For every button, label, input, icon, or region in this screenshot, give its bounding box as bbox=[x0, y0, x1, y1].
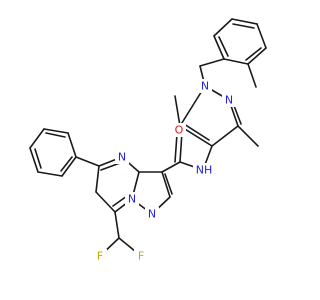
bond bbox=[67, 132, 77, 158]
bond bbox=[95, 165, 100, 193]
bond bbox=[247, 63, 257, 88]
atom-label-n-pyrimidine: N bbox=[115, 150, 129, 164]
bond bbox=[218, 36, 229, 57]
bond bbox=[161, 171, 171, 198]
bond bbox=[29, 147, 39, 173]
label-background bbox=[115, 150, 129, 164]
bond bbox=[43, 128, 69, 134]
label-background bbox=[222, 93, 236, 107]
label-background bbox=[125, 192, 139, 206]
bond bbox=[164, 173, 173, 195]
nitrogen-atom-label: N bbox=[118, 151, 126, 164]
bond bbox=[45, 132, 66, 138]
bond bbox=[199, 58, 225, 67]
bond bbox=[100, 162, 121, 171]
tolyl-ring bbox=[213, 18, 267, 65]
atom-label-n2: N bbox=[222, 93, 236, 107]
structure-canvas: N N NH O N N N F bbox=[29, 18, 267, 263]
atom-label-n1: N bbox=[198, 79, 212, 93]
atom-label-f2: F bbox=[134, 249, 148, 263]
bond bbox=[213, 18, 233, 37]
bond bbox=[213, 35, 225, 60]
nitrogen-atom-label: N bbox=[148, 208, 156, 221]
bond bbox=[161, 161, 181, 173]
phenyl-ring bbox=[29, 128, 100, 177]
bond bbox=[256, 23, 267, 49]
label-background bbox=[145, 207, 159, 221]
label-background bbox=[198, 79, 212, 93]
atom-label-nh: NH bbox=[193, 163, 215, 177]
bond bbox=[223, 58, 249, 65]
amide-nh-label: NH bbox=[196, 164, 213, 177]
bond bbox=[237, 125, 259, 147]
bond bbox=[231, 18, 258, 25]
atom-label-n-bridge: N bbox=[125, 192, 139, 206]
bond bbox=[245, 47, 262, 61]
bond bbox=[95, 191, 116, 213]
nitrogen-atom-label: N bbox=[128, 193, 136, 206]
bond bbox=[37, 171, 63, 177]
bond bbox=[75, 156, 100, 167]
oxygen-atom-label: O bbox=[175, 124, 184, 137]
atom-label-n-pyrazole: N bbox=[145, 207, 159, 221]
bond bbox=[60, 156, 73, 172]
label-background bbox=[134, 249, 148, 263]
atom-label-o: O bbox=[172, 123, 186, 137]
bond bbox=[112, 195, 128, 207]
fluorine-atom-label: F bbox=[138, 250, 144, 263]
nitrogen-atom-label: N bbox=[201, 80, 209, 93]
fluorine-atom-label: F bbox=[97, 250, 103, 263]
label-background bbox=[93, 249, 107, 263]
bond bbox=[29, 128, 45, 149]
bond bbox=[114, 211, 120, 239]
label-background bbox=[172, 123, 186, 137]
bond bbox=[174, 133, 178, 163]
bond bbox=[183, 123, 210, 141]
molecule-structure: N N NH O N N N F bbox=[29, 18, 267, 263]
bond bbox=[232, 23, 255, 29]
atom-label-f1: F bbox=[93, 249, 107, 263]
bond bbox=[247, 47, 267, 65]
bond bbox=[34, 148, 42, 169]
nitrogen-atom-label: N bbox=[225, 94, 233, 107]
bond bbox=[174, 95, 181, 127]
bond bbox=[61, 156, 77, 177]
bond bbox=[211, 125, 239, 147]
label-background bbox=[193, 163, 215, 177]
